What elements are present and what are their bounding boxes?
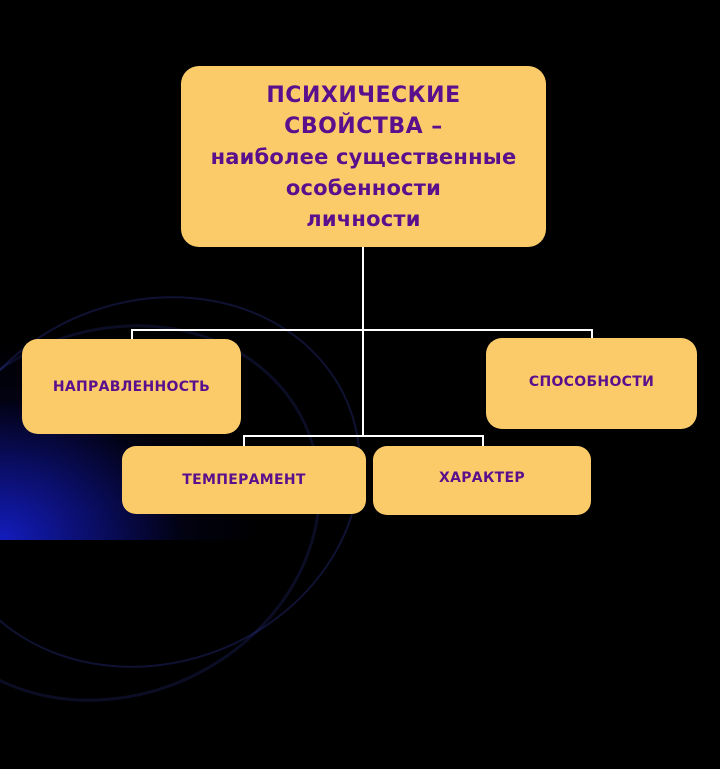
connector-lower-left-drop bbox=[243, 435, 245, 447]
node-abilities: СПОСОБНОСТИ bbox=[486, 338, 697, 429]
node-temperament: ТЕМПЕРАМЕНТ bbox=[122, 446, 366, 514]
root-title-line-1: ПСИХИЧЕСКИЕ bbox=[266, 83, 461, 108]
connector-lower-horizontal bbox=[243, 435, 484, 437]
node-temperament-label: ТЕМПЕРАМЕНТ bbox=[182, 472, 306, 488]
connector-lower-right-drop bbox=[482, 435, 484, 447]
node-orientation: НАПРАВЛЕННОСТЬ bbox=[22, 339, 241, 434]
node-orientation-label: НАПРАВЛЕННОСТЬ bbox=[52, 378, 211, 395]
node-character: ХАРАКТЕР bbox=[373, 446, 591, 515]
connector-root-vertical bbox=[362, 247, 364, 437]
connector-left-drop bbox=[131, 329, 133, 340]
connector-upper-horizontal bbox=[131, 329, 593, 331]
root-node-psychic-properties: ПСИХИЧЕСКИЕ СВОЙСТВА – наиболее существе… bbox=[181, 66, 546, 247]
root-subtitle-line-1: наиболее существенные bbox=[210, 145, 517, 169]
node-abilities-label: СПОСОБНОСТИ bbox=[528, 373, 655, 390]
root-title-line-2: СВОЙСТВА – bbox=[284, 114, 443, 139]
node-character-label: ХАРАКТЕР bbox=[439, 469, 525, 486]
root-subtitle-line-3: личности bbox=[306, 207, 421, 231]
connector-right-drop bbox=[591, 329, 593, 339]
root-subtitle-line-2: особенности bbox=[285, 176, 442, 200]
